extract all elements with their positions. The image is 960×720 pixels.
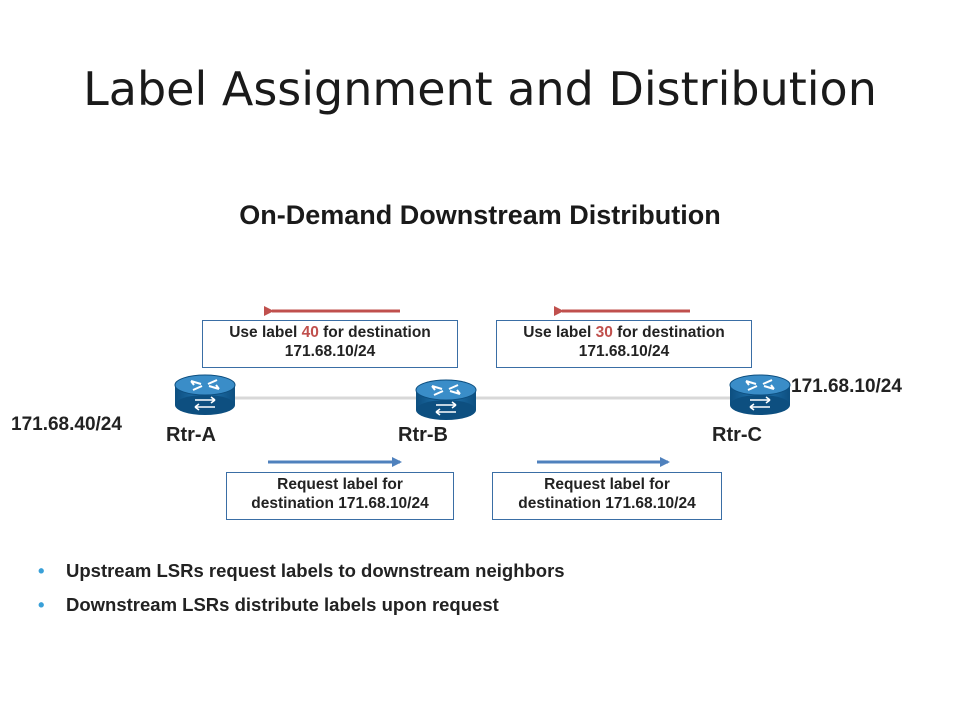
message-text: for destination — [318, 324, 431, 341]
message-destination: 171.68.10/24 — [284, 343, 376, 360]
label-value: 40 — [301, 324, 319, 341]
bullet-item: Upstream LSRs request labels to downstre… — [38, 560, 565, 582]
message-text: Request label for — [544, 476, 670, 493]
network-left-label: 171.68.40/24 — [11, 414, 122, 435]
use-label-message-1: Use label 40 for destination 171.68.10/2… — [202, 320, 458, 368]
bullet-list: Upstream LSRs request labels to downstre… — [38, 560, 565, 628]
request-message-2: Request label for destination 171.68.10/… — [492, 472, 722, 520]
message-text: Use label — [229, 324, 302, 341]
label-value: 30 — [595, 324, 613, 341]
message-destination: destination 171.68.10/24 — [251, 495, 429, 512]
message-destination: destination 171.68.10/24 — [518, 495, 696, 512]
bullet-item: Downstream LSRs distribute labels upon r… — [38, 594, 565, 616]
router-icon — [415, 379, 477, 420]
router-c-label: Rtr-C — [712, 424, 762, 446]
diagram-subtitle: On-Demand Downstream Distribution — [239, 200, 721, 230]
message-text: Request label for — [277, 476, 403, 493]
network-right-label: 171.68.10/24 — [791, 376, 902, 397]
use-label-message-2: Use label 30 for destination 171.68.10/2… — [496, 320, 752, 368]
message-text: for destination — [612, 324, 725, 341]
page-title: Label Assignment and Distribution — [83, 62, 877, 116]
request-message-1: Request label for destination 171.68.10/… — [226, 472, 454, 520]
router-icon — [729, 374, 791, 415]
router-b-label: Rtr-B — [398, 424, 448, 446]
router-a-label: Rtr-A — [166, 424, 216, 446]
message-text: Use label — [523, 324, 596, 341]
router-icon — [174, 374, 236, 415]
message-destination: 171.68.10/24 — [578, 343, 670, 360]
